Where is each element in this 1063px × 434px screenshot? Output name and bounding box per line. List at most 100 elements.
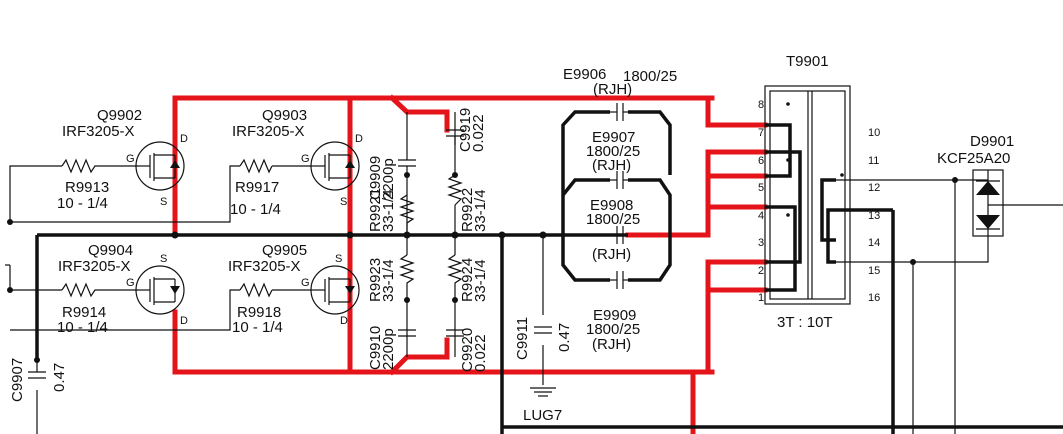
r9913-ref: R9913 bbox=[65, 179, 109, 196]
e9908-value: 1800/25 bbox=[586, 211, 640, 228]
t9901-pin-15: 15 bbox=[868, 265, 880, 277]
q9905-ref: Q9905 bbox=[262, 242, 307, 259]
capacitor-c9911-icon bbox=[534, 326, 552, 334]
t9901-ref: T9901 bbox=[786, 53, 829, 70]
c9911-ref: C9911 bbox=[514, 317, 531, 360]
q9903-part: IRF3205-X bbox=[232, 123, 305, 140]
diode-d9901-icon bbox=[972, 169, 1004, 237]
q9902-gate-pin: G bbox=[126, 153, 135, 165]
t9901-pin-2: 2 bbox=[758, 265, 764, 277]
d9901-part: KCF25A20 bbox=[937, 150, 1010, 167]
t9901-pin-3: 3 bbox=[758, 237, 764, 249]
film-caps bbox=[28, 129, 552, 379]
q9905-part: IRF3205-X bbox=[228, 258, 301, 275]
c9907-value: 0.47 bbox=[51, 363, 68, 392]
c9919-ref: C9919 bbox=[457, 108, 474, 152]
d9901-ref: D9901 bbox=[970, 133, 1014, 150]
t9901-pin-12: 12 bbox=[868, 182, 880, 194]
resistor-r9922-icon bbox=[447, 174, 463, 206]
ground-lug7-icon bbox=[530, 387, 556, 397]
r9922-value: 33-1/4 bbox=[472, 189, 489, 232]
c9909-ref: C9909 bbox=[367, 156, 384, 200]
t9901-pin-14: 14 bbox=[868, 237, 880, 249]
r9922-ref: R9922 bbox=[459, 188, 476, 232]
resistor-r9923-icon bbox=[399, 254, 415, 290]
highlight-paths bbox=[172, 94, 768, 434]
lug7-label: LUG7 bbox=[523, 407, 562, 424]
r9913-value: 10 - 1/4 bbox=[57, 195, 108, 212]
resistor-r9918-icon bbox=[239, 282, 273, 298]
resistor-r9914-icon bbox=[61, 282, 98, 298]
q9903-ref: Q9903 bbox=[262, 107, 307, 124]
junction-dots bbox=[7, 172, 958, 363]
r9918-value: 10 - 1/4 bbox=[232, 319, 283, 336]
mosfets bbox=[135, 141, 360, 315]
t9901-ratio: 3T : 10T bbox=[777, 314, 833, 331]
t9901-pin-16: 16 bbox=[868, 292, 880, 304]
resistor-r9921-icon bbox=[399, 194, 415, 235]
electrolytic-caps bbox=[610, 103, 628, 289]
e9907-value: 1800/25 bbox=[586, 143, 640, 160]
e9908-ref: E9908 bbox=[590, 197, 633, 214]
mosfet-q9902-icon bbox=[135, 141, 185, 191]
q9902-source-pin: S bbox=[160, 196, 167, 208]
t9901-pin-1: 1 bbox=[758, 292, 764, 304]
r9918-ref: R9918 bbox=[237, 304, 281, 321]
capacitor-e9909-icon bbox=[610, 271, 628, 289]
mosfet-q9905-icon bbox=[310, 265, 360, 315]
e9909-note: (RJH) bbox=[592, 336, 631, 353]
e9906-ref: E9906 bbox=[563, 66, 606, 83]
q9903-drain-pin: D bbox=[355, 133, 363, 145]
q9904-gate-pin: G bbox=[126, 277, 135, 289]
q9905-source-pin: S bbox=[335, 253, 342, 265]
r9921-value: 33-1/4 bbox=[380, 189, 397, 232]
signal-wiring bbox=[5, 112, 1063, 434]
e9908-note: (RJH) bbox=[592, 246, 631, 263]
resistor-r9913-icon bbox=[61, 158, 98, 174]
e9907-note: (RJH) bbox=[592, 157, 631, 174]
t9901-pin-13: 13 bbox=[868, 210, 880, 222]
capacitor-c9907-icon bbox=[28, 371, 46, 379]
t9901-pin-7: 7 bbox=[758, 127, 764, 139]
e9907-ref: E9907 bbox=[592, 129, 635, 146]
q9902-drain-pin: D bbox=[180, 133, 188, 145]
r9914-value: 10 - 1/4 bbox=[57, 319, 108, 336]
capacitor-e9907-icon bbox=[610, 171, 628, 189]
capacitor-c9910-icon bbox=[398, 329, 416, 337]
q9902-part: IRF3205-X bbox=[62, 123, 135, 140]
r9924-value: 33-1/4 bbox=[472, 259, 489, 302]
q9902-ref: Q9902 bbox=[97, 107, 142, 124]
c9920-ref: C9920 bbox=[459, 328, 476, 372]
r9923-ref: R9923 bbox=[367, 258, 384, 302]
t9901-pin-10: 10 bbox=[868, 127, 880, 139]
c9911-value: 0.47 bbox=[556, 323, 573, 352]
r9924-ref: R9924 bbox=[459, 258, 476, 302]
q9903-gate-pin: G bbox=[301, 153, 310, 165]
labels: Q9902 IRF3205-X Q9903 IRF3205-X Q9904 IR… bbox=[9, 53, 1014, 424]
resistors bbox=[61, 158, 463, 298]
mosfet-q9903-icon bbox=[310, 141, 360, 191]
c9910-value: 2200p bbox=[380, 328, 397, 370]
transformer-t9901-icon bbox=[764, 85, 851, 305]
resistor-r9917-icon bbox=[239, 158, 273, 174]
q9904-source-pin: S bbox=[160, 253, 167, 265]
resistor-r9924-icon bbox=[447, 254, 463, 290]
mosfet-q9904-icon bbox=[135, 265, 185, 315]
c9920-value: 0.022 bbox=[472, 334, 489, 372]
capacitor-e9906-icon bbox=[610, 103, 628, 121]
capacitor-c9919-icon bbox=[446, 129, 464, 145]
r9917-value: 10 - 1/4 bbox=[230, 201, 281, 218]
r9914-ref: R9914 bbox=[62, 304, 106, 321]
e9906-value: 1800/25 bbox=[623, 68, 677, 85]
ground-bus bbox=[35, 208, 1063, 434]
electrolytic-loops bbox=[561, 110, 672, 282]
e9909-value: 1800/25 bbox=[586, 321, 640, 338]
t9901-pin-5: 5 bbox=[758, 182, 764, 194]
q9904-ref: Q9904 bbox=[88, 242, 133, 259]
e9909-ref: E9909 bbox=[593, 307, 636, 324]
t9901-pin-11: 11 bbox=[868, 155, 879, 167]
t9901-pin-4: 4 bbox=[758, 210, 764, 222]
capacitor-c9909-icon bbox=[398, 159, 416, 195]
t9901-pin-6: 6 bbox=[758, 155, 764, 167]
